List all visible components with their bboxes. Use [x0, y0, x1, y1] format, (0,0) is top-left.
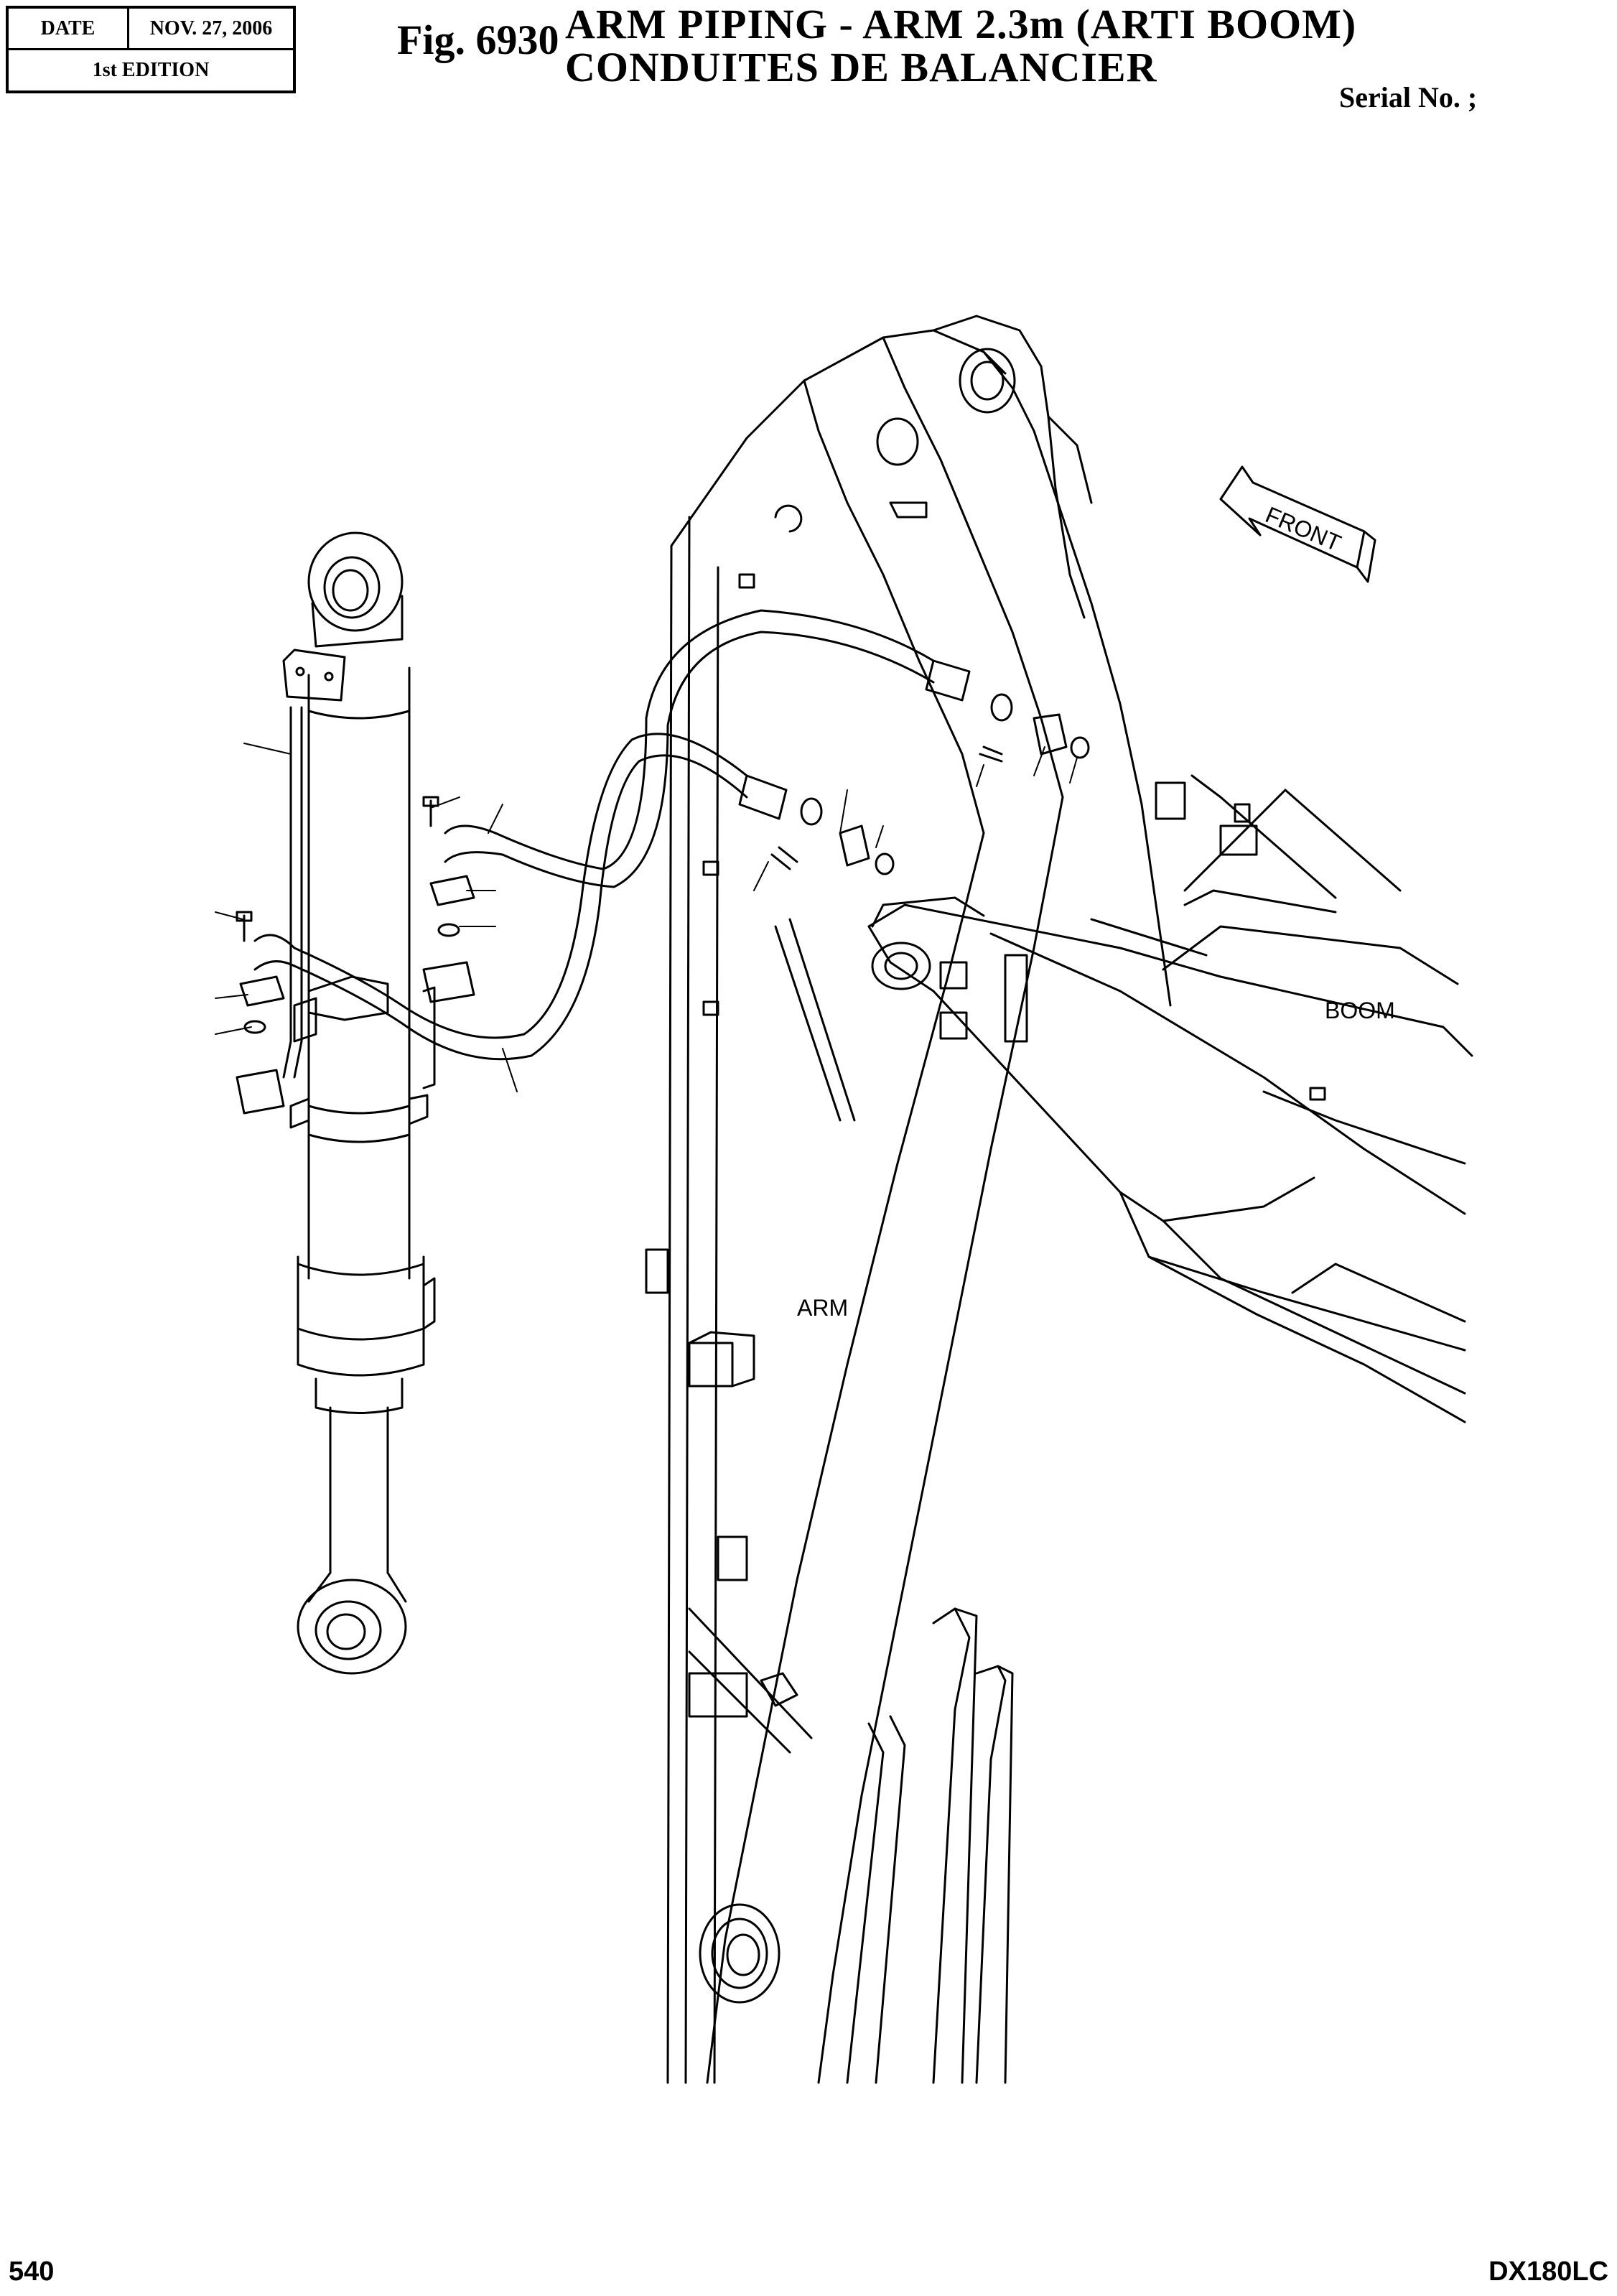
serial-number: Serial No. ; — [1339, 81, 1478, 113]
page-number: 540 — [9, 2257, 55, 2287]
boom-label: BOOM — [1325, 998, 1395, 1023]
arm-cylinder — [282, 531, 436, 1675]
figure-number: Fig. 6930 — [397, 17, 559, 63]
callout-leaders — [215, 743, 1078, 1092]
arm-beam — [645, 315, 1172, 2084]
hydraulic-hoses — [236, 609, 1090, 1115]
front-direction-arrow: FRONT — [1219, 465, 1376, 583]
date-label: DATE — [9, 9, 129, 50]
front-label: FRONT — [1262, 501, 1345, 556]
title-english: ARM PIPING - ARM 2.3m (ARTI BOOM) — [565, 1, 1357, 47]
boom-beam — [867, 774, 1473, 1423]
edition-box: DATE NOV. 27, 2006 1st EDITION — [6, 6, 296, 93]
date-value: NOV. 27, 2006 — [129, 9, 293, 50]
edition-label: 1st EDITION — [92, 59, 210, 81]
model-code: DX180LC — [1488, 2257, 1608, 2287]
title-french: CONDUITES DE BALANCIER — [565, 44, 1157, 90]
arm-label: ARM — [797, 1295, 848, 1321]
